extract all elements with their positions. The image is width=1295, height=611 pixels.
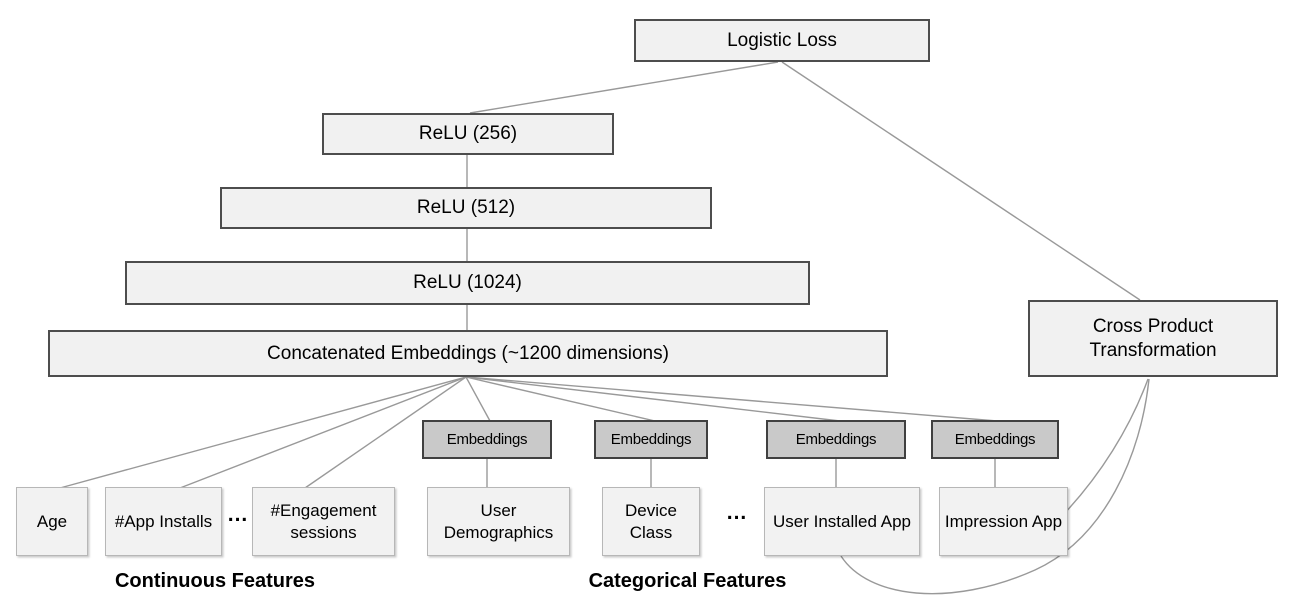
node-relu-1024-label: ReLU (1024) <box>413 272 522 293</box>
node-embeddings-1: Embeddings <box>422 420 552 459</box>
edge-concat-to-embeddings-3 <box>465 376 841 422</box>
node-relu-1024: ReLU (1024) <box>125 261 810 305</box>
node-embeddings-3: Embeddings <box>766 420 906 459</box>
node-feature-engagement-sessions-label: #Engagement sessions <box>270 500 377 542</box>
categorical-features-group-label: Categorical Features <box>588 569 787 592</box>
node-embeddings-4-label: Embeddings <box>954 430 1036 448</box>
node-feature-impression-app: Impression App <box>939 487 1068 556</box>
edge-concat-to-engagement <box>304 376 467 489</box>
node-logistic-loss-label: Logistic Loss <box>727 29 837 51</box>
continuous-ellipsis: ... <box>227 503 249 526</box>
node-feature-user-installed-app-label: User Installed App <box>773 511 911 531</box>
node-feature-app-installs: #App Installs <box>105 487 222 556</box>
node-feature-device-class-label: Device Class <box>625 500 677 542</box>
edge-logistic-to-relu256 <box>469 61 779 114</box>
node-feature-device-class: Device Class <box>602 487 700 556</box>
node-relu-512: ReLU (512) <box>220 187 712 229</box>
node-feature-age: Age <box>16 487 88 556</box>
node-feature-user-installed-app: User Installed App <box>764 487 920 556</box>
node-relu-256-label: ReLU (256) <box>418 123 518 144</box>
node-cross-product-transformation-label: Cross Product Transformation <box>1089 315 1217 361</box>
node-embeddings-2-label: Embeddings <box>610 430 692 448</box>
categorical-ellipsis: ... <box>726 501 748 524</box>
edge-concat-to-app-installs <box>179 376 467 489</box>
node-feature-impression-app-label: Impression App <box>944 511 1063 531</box>
edge-user-installed-app-to-cross-product-curve <box>840 378 1150 595</box>
edge-concat-to-embeddings-2 <box>465 376 656 422</box>
edge-impression-app-to-cross-product-curve <box>1061 378 1149 517</box>
node-relu-512-label: ReLU (512) <box>416 197 516 218</box>
continuous-features-group-label: Continuous Features <box>114 569 315 592</box>
node-embeddings-1-label: Embeddings <box>446 430 528 448</box>
node-embeddings-4: Embeddings <box>931 420 1059 459</box>
edge-concat-to-embeddings-1 <box>465 376 491 422</box>
node-feature-engagement-sessions: #Engagement sessions <box>252 487 395 556</box>
node-concatenated-embeddings: Concatenated Embeddings (~1200 dimension… <box>48 330 888 377</box>
node-cross-product-transformation: Cross Product Transformation <box>1028 300 1278 377</box>
node-feature-age-label: Age <box>36 511 68 531</box>
node-feature-user-demographics-label: User Demographics <box>443 500 554 542</box>
edge-concat-to-age <box>59 376 467 489</box>
node-feature-user-demographics: User Demographics <box>427 487 570 556</box>
edge-logistic-to-cross-product <box>781 61 1141 301</box>
node-relu-256: ReLU (256) <box>322 113 614 155</box>
node-feature-app-installs-label: #App Installs <box>114 511 213 531</box>
edge-concat-to-embeddings-4 <box>465 376 998 422</box>
node-embeddings-3-label: Embeddings <box>795 430 877 448</box>
node-concatenated-embeddings-label: Concatenated Embeddings (~1200 dimension… <box>267 342 669 364</box>
node-logistic-loss: Logistic Loss <box>634 19 930 62</box>
node-embeddings-2: Embeddings <box>594 420 708 459</box>
